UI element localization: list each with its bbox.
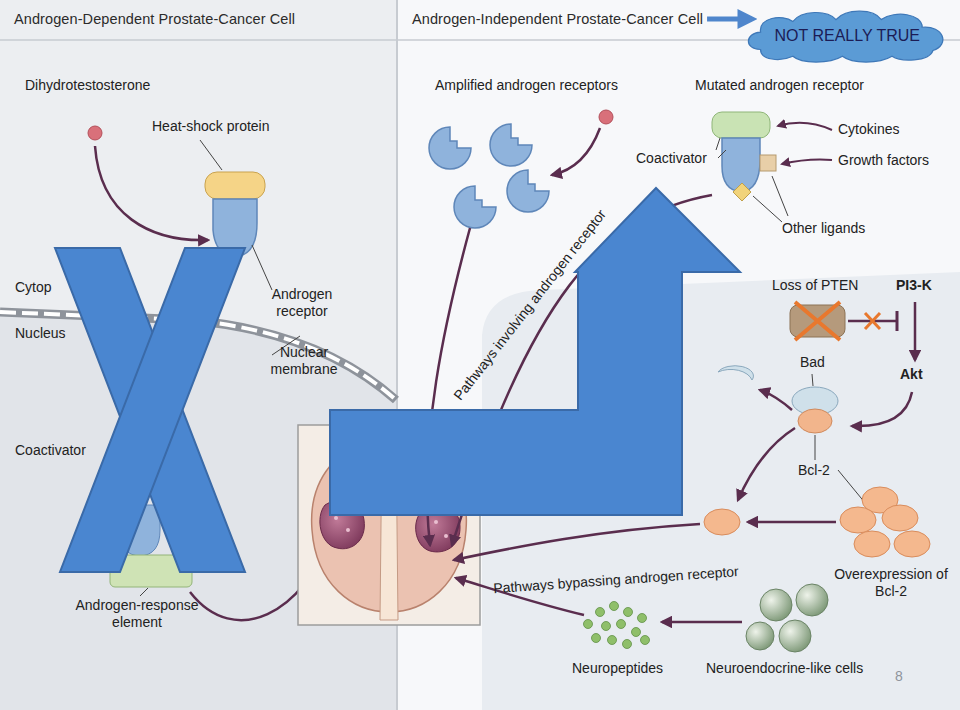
survival-pathway bbox=[865, 313, 880, 329]
neuroendocrine-cells bbox=[662, 621, 742, 624]
neuroendocrine-cells bbox=[608, 636, 617, 645]
prostate-illustration bbox=[346, 528, 350, 532]
neuroendocrine-cells bbox=[596, 608, 605, 617]
protein-label: Bad bbox=[800, 354, 825, 371]
amplified-receptors bbox=[454, 186, 496, 228]
survival-pathway bbox=[882, 505, 918, 531]
region-label: Cytop bbox=[15, 279, 52, 296]
neuroendocrine-cells bbox=[602, 622, 611, 631]
receptor-label: Mutated androgen receptor bbox=[695, 77, 864, 94]
androgen-binding bbox=[200, 140, 222, 170]
survival-pathway bbox=[760, 390, 792, 410]
dna-label: Androgen-response element bbox=[62, 597, 212, 631]
protein-label: Coactivator bbox=[636, 150, 707, 167]
annotation-marks bbox=[55, 248, 245, 572]
androgen-response-complex bbox=[140, 588, 148, 596]
neuroendocrine-cells bbox=[779, 620, 811, 652]
receptor-label: Androgen receptor bbox=[262, 286, 342, 320]
amplified-receptors bbox=[507, 170, 549, 212]
region-label: Nucleus bbox=[15, 325, 66, 342]
survival-pathway bbox=[798, 409, 832, 433]
survival-pathway bbox=[812, 374, 813, 386]
gene-label: Loss of PTEN bbox=[772, 277, 858, 294]
survival-pathway bbox=[718, 366, 753, 380]
annotation-marks bbox=[55, 19, 751, 572]
page-number: 8 bbox=[895, 668, 903, 685]
androgen-binding bbox=[95, 146, 208, 240]
neuroendocrine-cells bbox=[641, 636, 650, 645]
receptor-label: Amplified androgen receptors bbox=[435, 77, 618, 94]
ligand-label: Other ligands bbox=[782, 220, 865, 237]
mutated-receptor bbox=[778, 123, 832, 130]
neuroendocrine-cells bbox=[746, 622, 774, 650]
panel-title: Androgen-Independent Prostate-Cancer Cel… bbox=[412, 11, 703, 27]
prostate-illustration bbox=[334, 516, 338, 520]
protein-label: Coactivator bbox=[15, 442, 86, 459]
neuroendocrine-cells bbox=[610, 602, 619, 611]
androgen-binding bbox=[205, 172, 265, 199]
neuroendocrine-cells bbox=[617, 620, 626, 629]
mutated-receptor bbox=[760, 155, 776, 171]
neuroendocrine-cells bbox=[624, 608, 633, 617]
neuroendocrine-cells bbox=[623, 640, 632, 649]
survival-pathway bbox=[854, 531, 890, 557]
neuroendocrine-cells bbox=[638, 614, 647, 623]
neuroendocrine-cells bbox=[592, 634, 601, 643]
amplified-receptors bbox=[599, 110, 613, 124]
survival-pathway bbox=[454, 524, 700, 560]
survival-pathway bbox=[704, 509, 740, 535]
survival-pathway bbox=[795, 302, 840, 340]
mutated-receptor bbox=[712, 112, 832, 222]
cell-label: Neuropeptides bbox=[572, 660, 663, 677]
survival-pathway bbox=[914, 302, 917, 360]
neuroendocrine-cells bbox=[760, 589, 792, 621]
survival-pathway bbox=[894, 531, 930, 557]
annotation-marks bbox=[707, 17, 751, 22]
prostate-illustration bbox=[434, 520, 438, 524]
survival-pathway bbox=[748, 521, 836, 524]
panel-title: Androgen-Dependent Prostate-Cancer Cell bbox=[14, 11, 295, 27]
neuroendocrine-cells bbox=[584, 602, 650, 649]
enzyme-label: PI3-K bbox=[896, 277, 932, 294]
amplified-receptors bbox=[552, 128, 600, 175]
protein-label: Heat-shock protein bbox=[152, 118, 270, 135]
mutated-receptor bbox=[716, 138, 720, 150]
mutated-receptor bbox=[782, 160, 832, 165]
neuroendocrine-cells bbox=[584, 620, 593, 629]
callout-text: NOT REALLY TRUE bbox=[774, 27, 920, 45]
survival-pathway bbox=[896, 311, 899, 331]
cell-label: Neuroendocrine-like cells bbox=[706, 660, 863, 677]
molecule-label: Dihydrotestosterone bbox=[25, 77, 150, 94]
androgen-binding bbox=[88, 126, 102, 140]
protein-label: Overexpression of Bcl-2 bbox=[828, 566, 954, 600]
signal-label: Cytokines bbox=[838, 121, 899, 138]
enzyme-label: Akt bbox=[900, 366, 923, 383]
annotation-marks bbox=[60, 248, 245, 572]
mutated-receptor bbox=[772, 176, 788, 216]
membrane-label: Nuclear membrane bbox=[264, 344, 344, 378]
survival-pathway bbox=[738, 428, 795, 500]
survival-pathway bbox=[840, 507, 876, 533]
cloud-shape bbox=[749, 11, 943, 62]
amplified-receptors bbox=[490, 124, 532, 166]
neuroendocrine-cells bbox=[796, 584, 828, 616]
callout-cloud: NOT REALLY TRUE bbox=[739, 6, 955, 64]
signal-label: Growth factors bbox=[838, 152, 929, 169]
mutated-receptor bbox=[712, 112, 770, 138]
protein-label: Bcl-2 bbox=[798, 462, 830, 479]
mutated-receptor bbox=[753, 196, 782, 222]
survival-pathway bbox=[852, 392, 912, 426]
amplified-receptors bbox=[429, 127, 471, 169]
mutated-receptor bbox=[718, 150, 726, 158]
survival-pathway bbox=[815, 435, 816, 460]
mutated-receptor bbox=[733, 183, 751, 201]
prostate-illustration bbox=[444, 534, 448, 538]
annotation-marks bbox=[330, 188, 740, 515]
neuroendocrine-cells bbox=[632, 628, 641, 637]
amplified-receptors bbox=[429, 110, 613, 228]
androgen-binding bbox=[252, 245, 272, 290]
